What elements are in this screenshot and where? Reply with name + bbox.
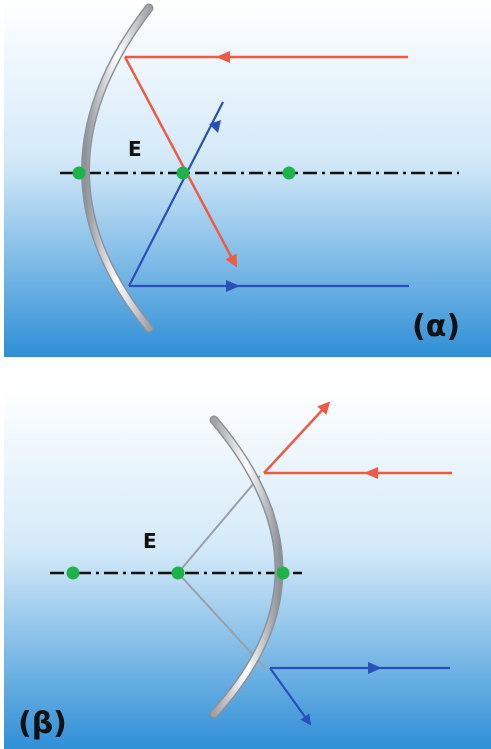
red-reflected-ray [263,401,331,474]
focus-point [176,166,190,180]
focus-point [171,566,185,580]
vertex-point [276,566,290,580]
focal-label: E [143,529,157,553]
concave-mirror-highlight [82,5,152,331]
diagram-beta: E (β) [4,388,491,749]
blue-incident-arrow [209,120,221,133]
red-incident-arrow [364,467,378,479]
panel-label-alpha: (α) [412,309,460,344]
center-point [282,166,296,180]
blue-reflected-ray [269,667,312,726]
blue-incident-arrow [368,662,382,674]
diagram-alpha: E (α) [4,0,491,357]
blue-incident-ray [128,101,224,287]
background [4,388,491,749]
diagram-alpha-canvas: E (α) [4,0,491,357]
diagram-beta-canvas: E (β) [4,388,491,749]
panel-label-beta: (β) [18,706,67,741]
red-incident-arrow [216,51,230,63]
focal-label: E [128,137,142,161]
guide-line-upper [177,475,261,574]
blue-reflected-arrow [226,280,240,292]
vertex-point [72,166,86,180]
center-point [66,566,80,580]
guide-line-lower [177,572,267,670]
red-reflected-ray [123,56,237,268]
